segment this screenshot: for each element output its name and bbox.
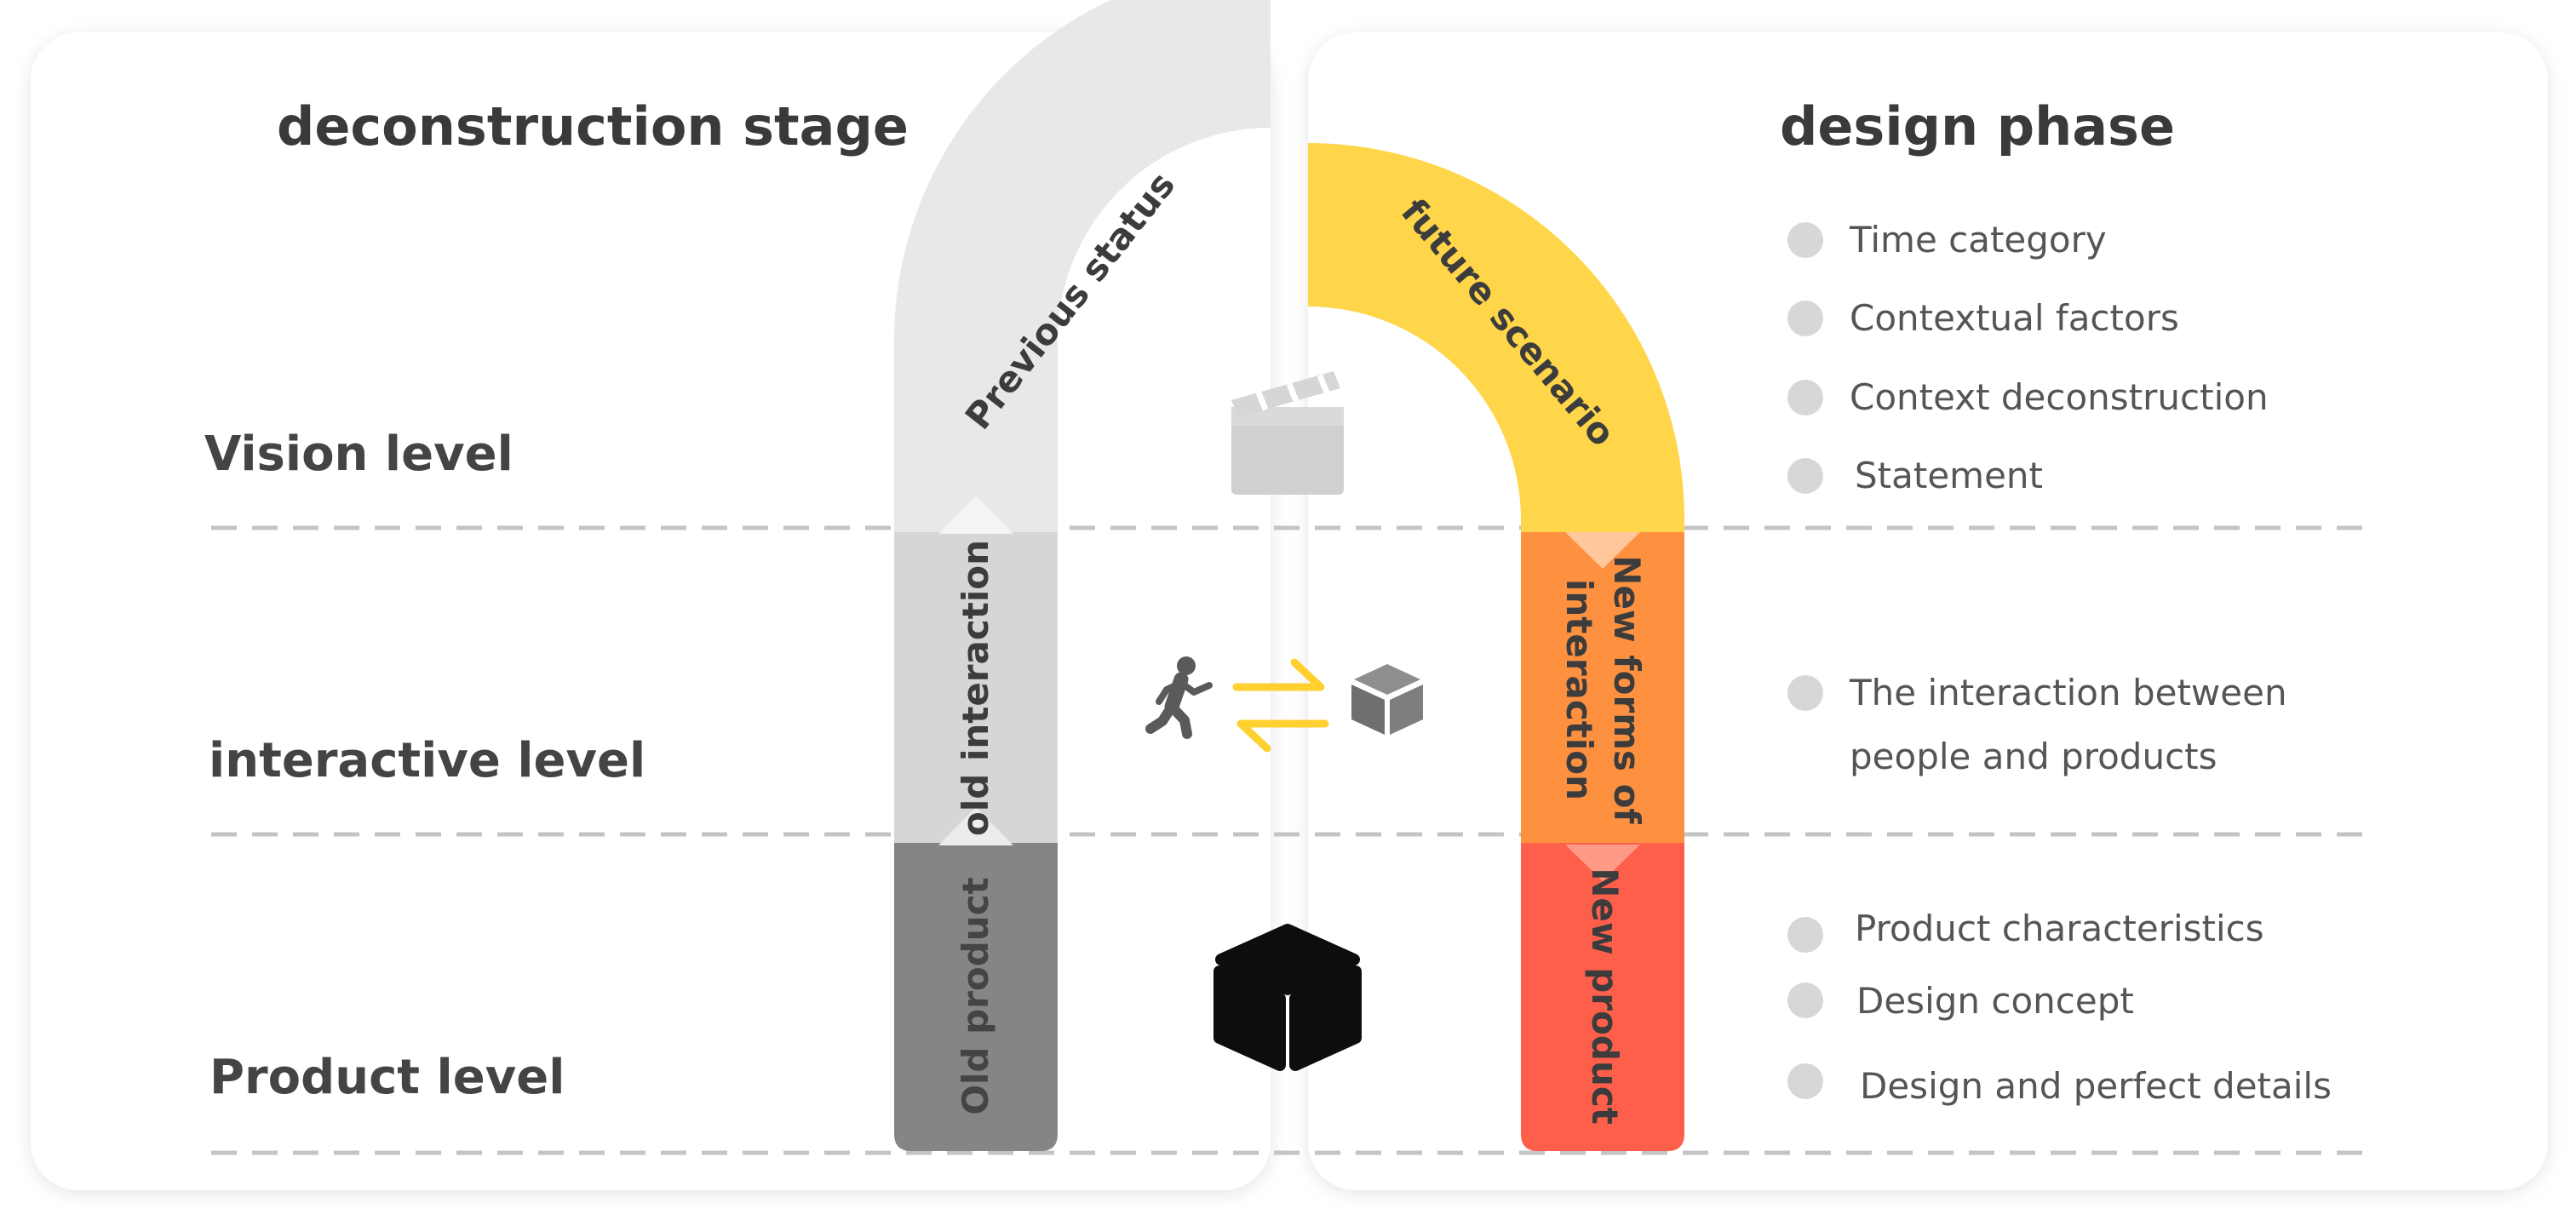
vision-item-list: Time category Contextual factors Context… [1787, 219, 2269, 496]
right-arch-vision-band [1308, 143, 1684, 532]
vision-item: Contextual factors [1850, 297, 2179, 339]
right-down-arrow-1 [1565, 532, 1640, 569]
bullet-dot [1787, 675, 1823, 711]
bullet-dot [1787, 380, 1823, 415]
right-arch-product-band [1521, 843, 1684, 1151]
product-item-list: Product characteristics Design concept D… [1787, 908, 2332, 1107]
bullet-dot [1787, 983, 1823, 1018]
left-arch-product-band [894, 843, 1058, 1151]
right-down-arrow-2 [1565, 845, 1640, 881]
clapperboard-icon [1231, 371, 1344, 495]
vision-item: Context deconstruction [1850, 376, 2269, 418]
exchange-arrows-icon [1232, 658, 1329, 753]
right-arch-interactive-band [1521, 532, 1684, 843]
right-interactive-label-line1: New forms of [1606, 555, 1648, 824]
product-item: Design concept [1856, 980, 2134, 1022]
bullet-dot [1787, 222, 1823, 258]
left-product-label: Old product [955, 877, 996, 1114]
interactive-item-line2: people and products [1850, 736, 2217, 777]
vision-item: Time category [1849, 219, 2107, 261]
left-up-arrow-2 [938, 807, 1013, 845]
right-interactive-label-line2: interaction [1558, 579, 1600, 800]
level-label-product: Product level [209, 1050, 565, 1105]
bullet-dot [1787, 917, 1823, 953]
bullet-dot [1787, 458, 1823, 494]
left-up-arrow-1 [938, 496, 1013, 534]
small-box-icon [1351, 664, 1423, 735]
level-label-vision: Vision level [204, 427, 513, 482]
left-interactive-label: old interaction [955, 540, 996, 836]
interactive-item-line1: The interaction between [1849, 672, 2287, 713]
walking-person-icon [1145, 656, 1213, 739]
right-product-label: New product [1584, 868, 1626, 1125]
left-arch-vision-band [894, 0, 1271, 532]
product-item: Design and perfect details [1860, 1065, 2332, 1107]
large-box-icon [1213, 924, 1362, 1071]
left-panel-title: deconstruction stage [277, 95, 909, 158]
product-item: Product characteristics [1855, 908, 2264, 949]
left-arch-interactive-band [894, 532, 1058, 843]
bullet-dot [1787, 301, 1823, 336]
bullet-dot [1787, 1063, 1823, 1099]
right-panel-title: design phase [1780, 95, 2175, 158]
vision-item: Statement [1855, 455, 2043, 496]
interactive-item-list: The interaction between people and produ… [1787, 672, 2287, 777]
level-label-interactive: interactive level [209, 733, 645, 788]
